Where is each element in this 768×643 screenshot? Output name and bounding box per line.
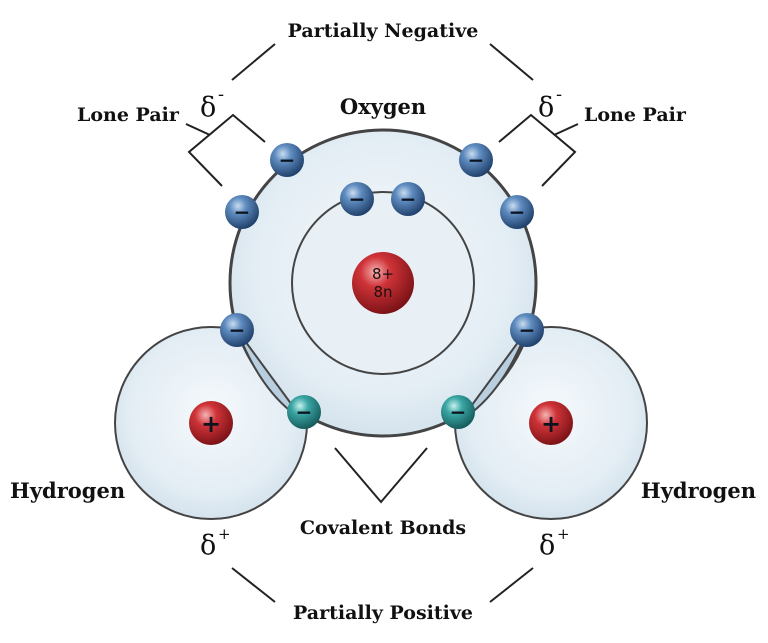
- delta-negative-left: δ -: [200, 84, 224, 123]
- electron-lone-pair-right-2: −: [500, 195, 534, 229]
- lone-pair-left-bracket: [187, 113, 266, 187]
- electron-bond-left-oxygen: −: [220, 313, 254, 347]
- pointer-negative-right: [489, 43, 534, 81]
- proton-sign-left: +: [201, 410, 221, 438]
- nucleus-protons: 8+: [372, 265, 394, 283]
- pointer-positive-left: [231, 567, 276, 603]
- electron-sign: −: [234, 200, 251, 224]
- electron-lone-pair-right-1: −: [459, 143, 493, 177]
- electron-sign: −: [468, 148, 485, 172]
- electron-sign: −: [296, 400, 313, 424]
- svg-text:δ: δ: [539, 530, 555, 561]
- pointer-negative-left: [231, 43, 276, 81]
- lone-pair-right-stem: [553, 123, 579, 136]
- oxygen-nucleus: 8+ 8n: [352, 252, 414, 314]
- covalent-bonds-bracket: [334, 447, 428, 504]
- electron-sign: −: [519, 318, 536, 342]
- electron-sign: −: [229, 318, 246, 342]
- hydrogen-left-nucleus: +: [189, 401, 233, 445]
- hydrogen-right-nucleus: +: [529, 401, 573, 445]
- proton-sign-right: +: [541, 410, 561, 438]
- pointer-positive-right: [489, 567, 534, 603]
- svg-text:+: +: [218, 525, 231, 543]
- delta-positive-right: δ +: [539, 525, 570, 561]
- electron-sign: −: [279, 148, 296, 172]
- svg-text:δ: δ: [200, 92, 216, 123]
- hydrogen-right-label: Hydrogen: [641, 478, 756, 503]
- electron-sign: −: [509, 200, 526, 224]
- svg-text:+: +: [557, 525, 570, 543]
- delta-negative-right: δ -: [538, 84, 562, 123]
- nucleus-neutrons: 8n: [373, 283, 392, 301]
- svg-text:δ: δ: [538, 92, 554, 123]
- electron-sign: −: [400, 187, 417, 211]
- hydrogen-left-label: Hydrogen: [10, 478, 125, 503]
- oxygen-label: Oxygen: [340, 94, 426, 119]
- lone-pair-left-stem: [185, 123, 211, 136]
- delta-positive-left: δ +: [200, 525, 231, 561]
- electron-sign: −: [349, 187, 366, 211]
- electron-bond-right-oxygen: −: [510, 313, 544, 347]
- electron-sign: −: [450, 400, 467, 424]
- svg-text:-: -: [556, 84, 562, 105]
- partially-negative-label: Partially Negative: [288, 20, 479, 42]
- electron-bond-right-hydrogen: −: [441, 395, 475, 429]
- covalent-bonds-label: Covalent Bonds: [300, 517, 466, 539]
- partially-positive-label: Partially Positive: [293, 602, 473, 624]
- electron-lone-pair-left-1: −: [270, 143, 304, 177]
- svg-text:δ: δ: [200, 530, 216, 561]
- electron-inner-1: −: [340, 182, 374, 216]
- electron-lone-pair-left-2: −: [225, 195, 259, 229]
- svg-text:-: -: [218, 84, 224, 105]
- lone-pair-left-label: Lone Pair: [77, 104, 180, 126]
- electron-inner-2: −: [391, 182, 425, 216]
- electron-bond-left-hydrogen: −: [287, 395, 321, 429]
- lone-pair-right-label: Lone Pair: [584, 104, 687, 126]
- lone-pair-right-bracket: [498, 113, 577, 187]
